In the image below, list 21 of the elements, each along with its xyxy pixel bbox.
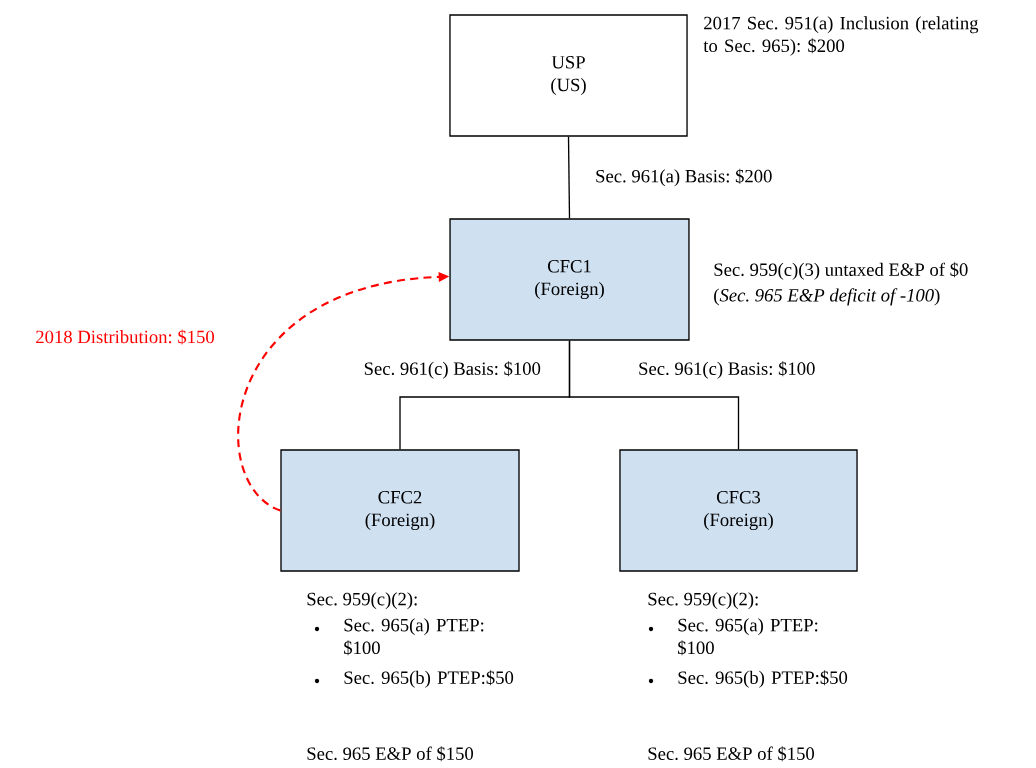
note-text: Sec. 959(c)(3) untaxed E&P of $0 bbox=[714, 262, 968, 280]
note-text: (Sec. 965 E&P deficit of -100) bbox=[714, 288, 940, 306]
edge-label: Sec. 961(c) Basis: $100 bbox=[636, 359, 817, 381]
bullet-item: Sec. 965(a) PTEP: $100 bbox=[678, 618, 818, 656]
note-text: Sec. 959(c)(2): bbox=[307, 592, 417, 610]
connector-line bbox=[567, 136, 571, 219]
bullet-item: Sec. 965(a) PTEP: $100 bbox=[344, 618, 484, 656]
note-text: Sec. 965 E&P of $150 bbox=[648, 746, 815, 762]
bullet-item: Sec. 965(b) PTEP:$50 bbox=[344, 670, 514, 688]
edge-label: 2018 Distribution: $150 bbox=[33, 328, 217, 346]
entity-box: CFC2 (Foreign) bbox=[280, 449, 520, 572]
note-text: 2017 Sec. 951(a) Inclusion (relating to Sec. 965): $200 bbox=[703, 16, 979, 56]
note-text: Sec. 959(c)(2): bbox=[648, 592, 758, 610]
note-text: Sec. 965 E&P of $150 bbox=[307, 746, 474, 762]
edge-label: Sec. 961(a) Basis: $200 bbox=[593, 167, 774, 188]
entity-box: USP (US) bbox=[449, 14, 688, 137]
connector-line bbox=[568, 340, 740, 450]
entity-box: CFC1 (Foreign) bbox=[449, 218, 690, 341]
entity-box: CFC3 (Foreign) bbox=[619, 449, 858, 572]
edge-label: Sec. 961(c) Basis: $100 bbox=[362, 359, 543, 381]
bullet-item: Sec. 965(b) PTEP:$50 bbox=[678, 670, 848, 688]
